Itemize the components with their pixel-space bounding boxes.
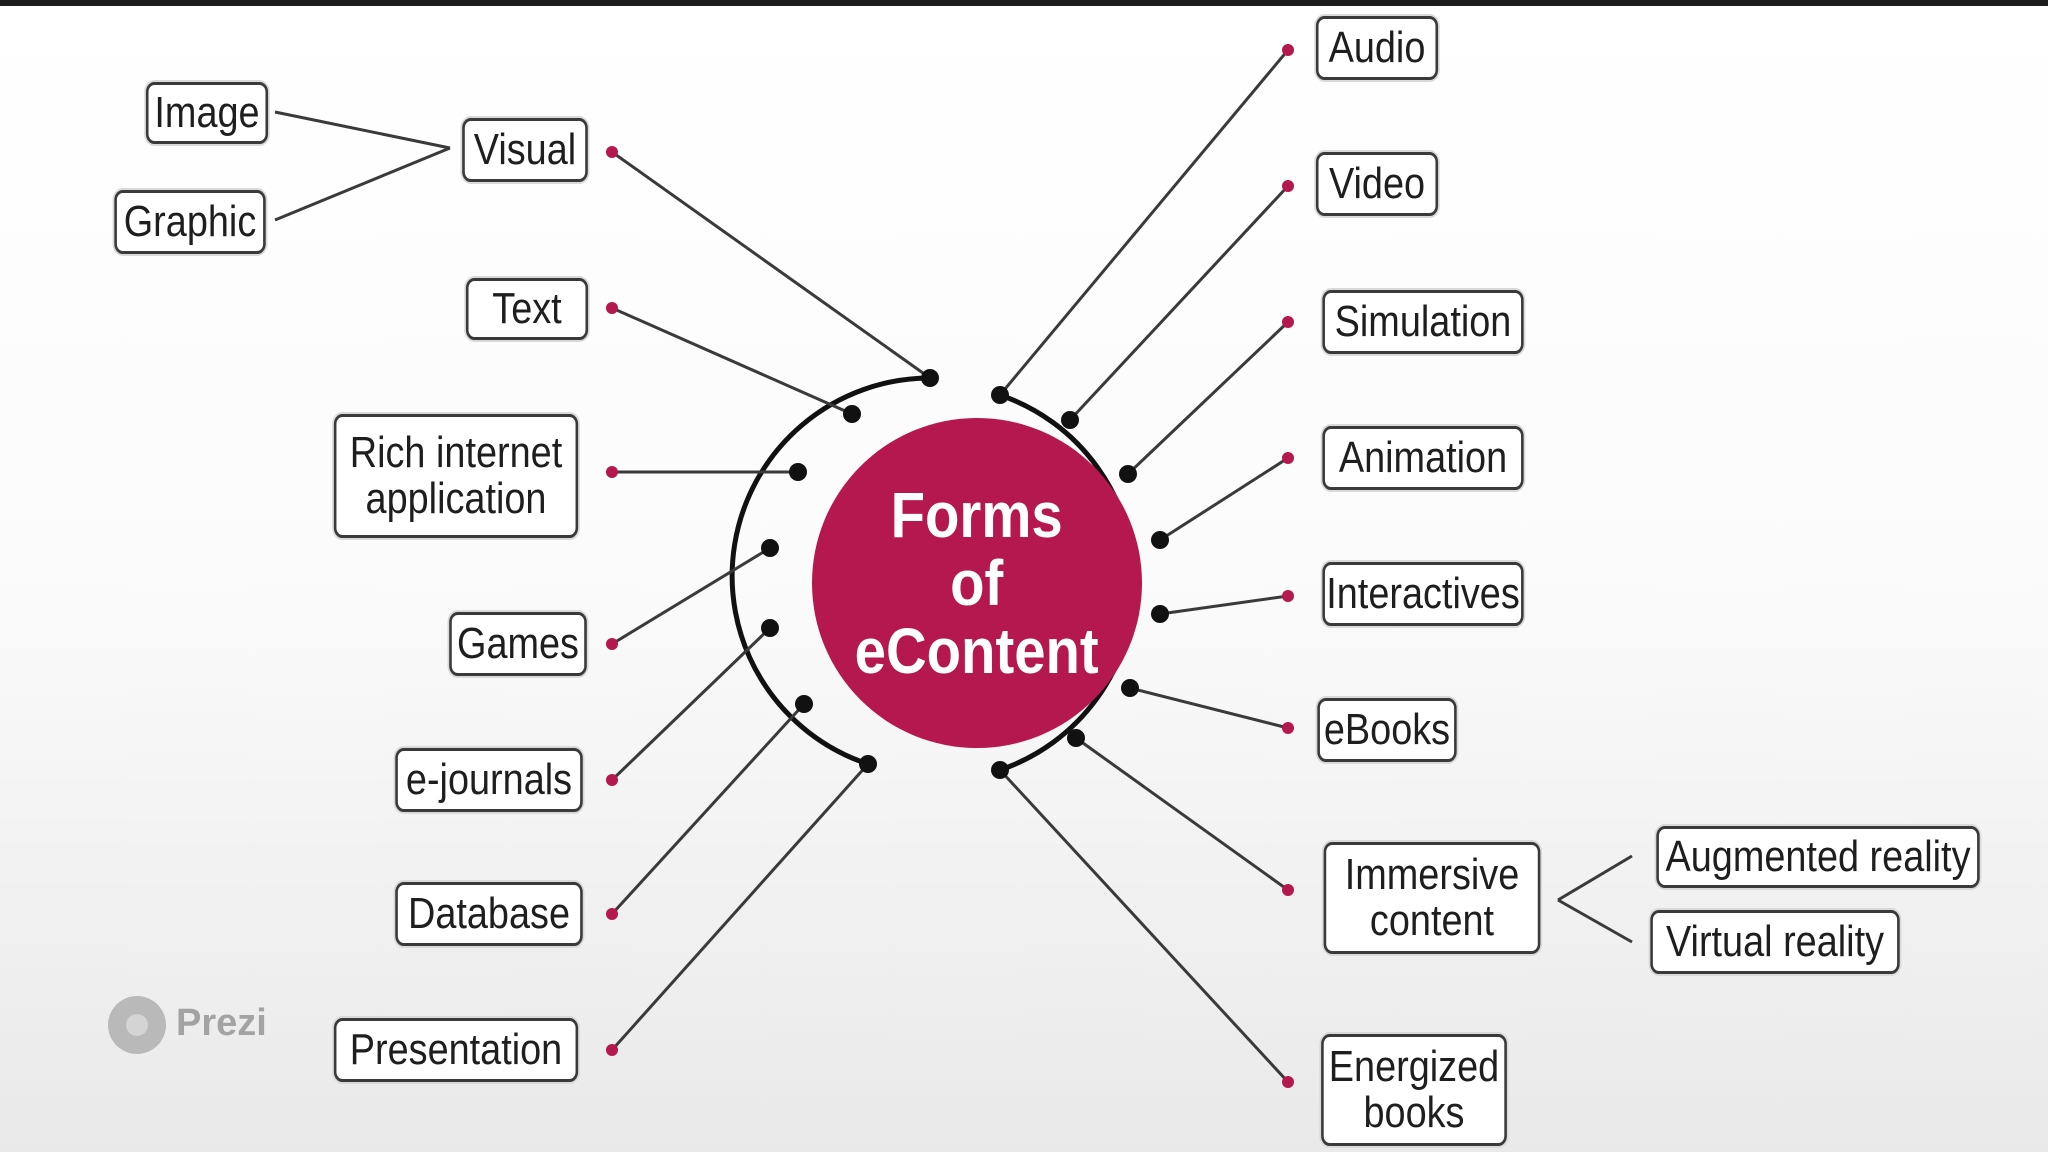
left-arc [729, 375, 933, 767]
prezi-watermark: Prezi [176, 1002, 267, 1044]
node-interactives: Interactives [1322, 562, 1524, 626]
prezi-logo-icon [108, 996, 166, 1054]
node-games: Games [449, 612, 587, 676]
node-presentation: Presentation [333, 1018, 579, 1082]
node-audio: Audio [1315, 16, 1439, 80]
node-text: Text [465, 278, 589, 340]
node-graphic: Graphic [114, 190, 266, 254]
node-video: Video [1315, 152, 1439, 216]
node-virtual-reality: Virtual reality [1650, 910, 1900, 974]
node-image: Image [145, 82, 269, 144]
node-rich-internet-application: Rich internet application [333, 414, 579, 538]
center-title: Forms of eContent [854, 479, 1100, 687]
node-energized-books: Energized books [1321, 1034, 1507, 1146]
top-bar [0, 0, 2048, 6]
node-visual: Visual [462, 118, 588, 182]
center-node: Forms of eContent [812, 418, 1142, 748]
node-database: Database [395, 882, 583, 946]
node-animation: Animation [1322, 426, 1524, 490]
node-e-journals: e-journals [395, 748, 583, 812]
node-simulation: Simulation [1322, 290, 1524, 354]
node-immersive-content: Immersive content [1323, 842, 1541, 954]
node-ebooks: eBooks [1317, 698, 1457, 762]
node-augmented-reality: Augmented reality [1656, 826, 1980, 888]
